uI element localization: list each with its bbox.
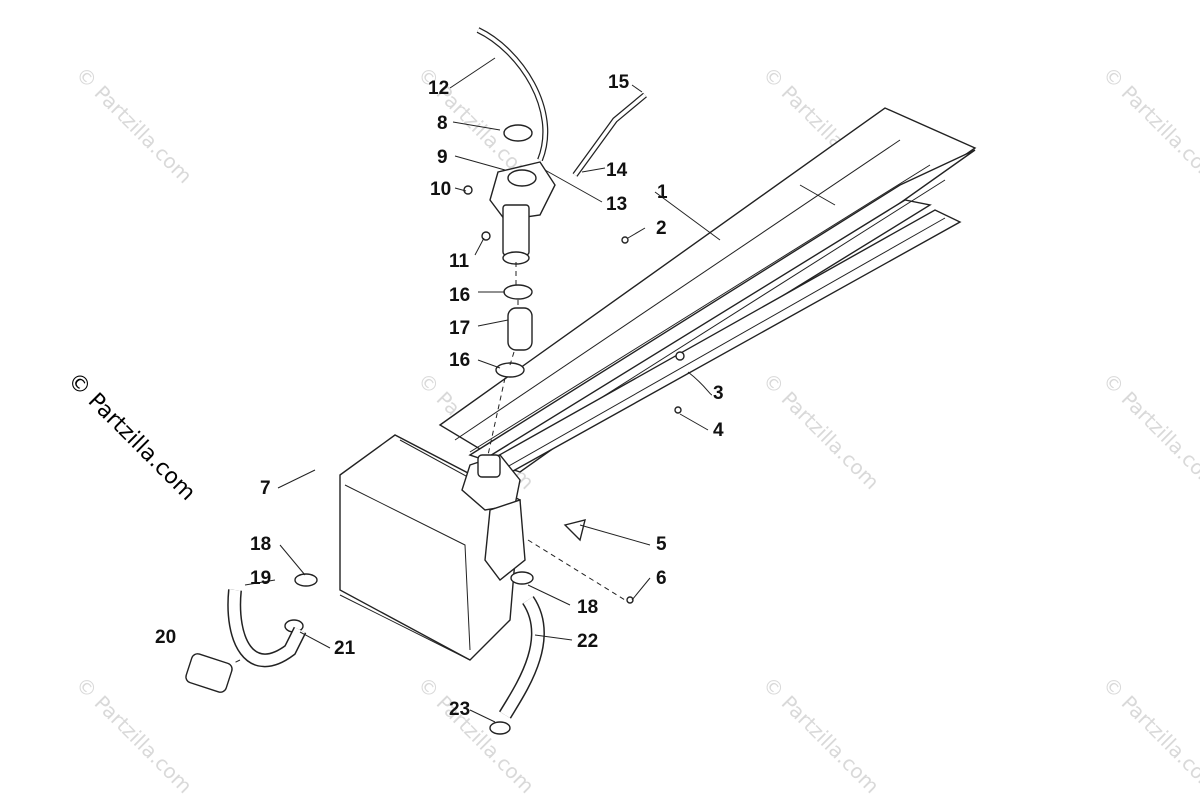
- callout-15: 15: [608, 72, 630, 93]
- callout-1: 1: [657, 182, 668, 203]
- assembly-lines: [231, 262, 626, 665]
- callout-23: 23: [449, 699, 471, 720]
- leader-lines: [244, 57, 721, 723]
- callout-4: 4: [713, 420, 724, 441]
- callout-16b: 16: [449, 350, 471, 371]
- callout-3: 3: [713, 383, 724, 404]
- callout-8: 8: [437, 113, 448, 134]
- callout-2: 2: [656, 218, 667, 239]
- lower-coolant-hoses: [185, 589, 545, 735]
- callout-17: 17: [449, 318, 471, 339]
- callout-13: 13: [606, 194, 628, 215]
- callout-7: 7: [260, 478, 271, 499]
- callout-9: 9: [437, 147, 448, 168]
- callout-20: 20: [155, 627, 177, 648]
- callout-21: 21: [334, 638, 356, 659]
- callout-11: 11: [449, 251, 470, 272]
- callout-19: 19: [250, 568, 272, 589]
- callout-16: 16: [449, 285, 471, 306]
- callout-18: 18: [250, 534, 272, 555]
- front-heat-exchanger: [339, 434, 526, 661]
- callout-14: 14: [606, 160, 628, 181]
- callout-18b: 18: [577, 597, 599, 618]
- clamp-hose-set: [284, 284, 534, 633]
- callout-22: 22: [577, 631, 599, 652]
- filler-neck: [489, 124, 556, 265]
- hardware: [463, 185, 685, 604]
- overflow-hose: [476, 27, 647, 177]
- callout-12: 12: [428, 78, 450, 99]
- callout-10: 10: [430, 179, 452, 200]
- callout-6: 6: [656, 568, 667, 589]
- callout-5: 5: [656, 534, 667, 555]
- exploded-view-drawing: [185, 27, 977, 735]
